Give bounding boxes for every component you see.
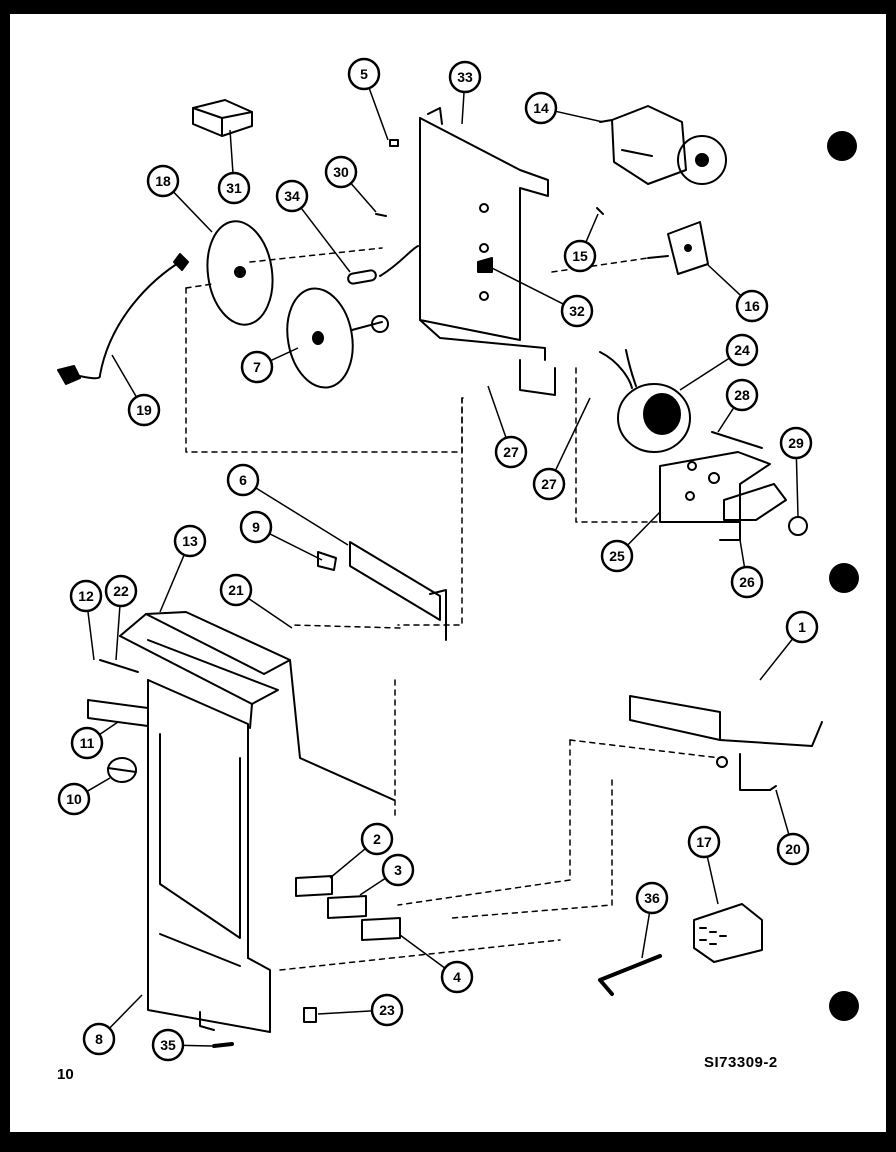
- part-29-nut: [788, 516, 808, 536]
- part-22-strip: [99, 659, 139, 673]
- part-23-clip: [303, 1007, 317, 1023]
- part-18-disc: [206, 220, 274, 326]
- part-26-switch-bracket: [719, 483, 787, 541]
- part-17-terminal-block: [693, 903, 763, 963]
- part-34-shaft: [347, 245, 419, 285]
- part-8-cabinet-frame: [147, 679, 271, 1033]
- part-35-screw: [212, 1042, 234, 1048]
- part-16-switch: [647, 221, 709, 275]
- part-10-knob: [107, 757, 137, 783]
- binder-hole-bottom: [829, 991, 859, 1021]
- part-15-screw: [596, 207, 604, 215]
- part-19-wire-harness: [57, 253, 189, 385]
- part-28-bolt: [711, 431, 763, 449]
- part-31-connector-box: [192, 99, 253, 137]
- part-36-hex-key: [598, 954, 662, 996]
- part-5-screw: [389, 139, 399, 147]
- part-1-bracket-assembly: [629, 695, 823, 791]
- part-33-bracket: [419, 107, 556, 396]
- part-3-block: [327, 895, 367, 919]
- drawing-id: SI73309-2: [704, 1054, 778, 1071]
- binder-hole-middle: [829, 563, 859, 593]
- part-6-rail: [349, 541, 447, 641]
- part-25-mount-plate: [659, 451, 771, 523]
- part-11-bracket: [87, 699, 149, 727]
- part-24-motor: [599, 349, 691, 453]
- part-13-frame: [119, 611, 291, 729]
- assembly-dashed-lines: [185, 247, 721, 971]
- page-number: 10: [57, 1066, 74, 1083]
- part-30-screw: [375, 213, 387, 217]
- part-4-block: [361, 917, 401, 941]
- part-7-disc: [286, 287, 389, 389]
- binder-hole-top: [827, 131, 857, 161]
- part-2-block: [295, 875, 333, 897]
- part-14-timer-motor: [599, 105, 727, 185]
- part-9-clip: [317, 551, 337, 571]
- part-21-panel: [289, 659, 395, 801]
- part-20-screw: [769, 785, 777, 791]
